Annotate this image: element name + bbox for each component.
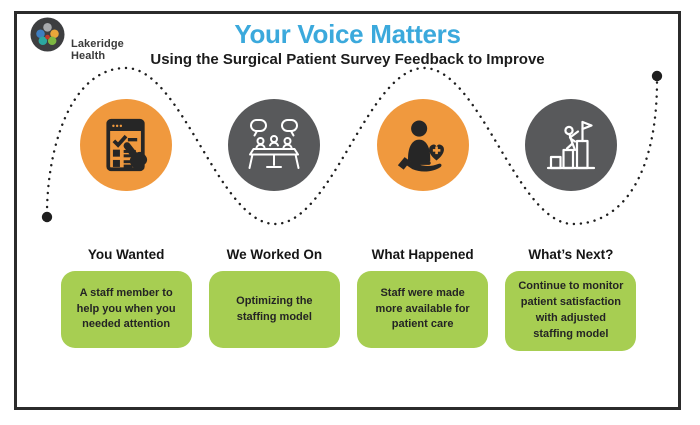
steps-row: You Wanted A staff member to help you wh… <box>52 99 645 351</box>
step1-icon-circle <box>80 99 173 191</box>
step3-description-box: Staff were made more available for patie… <box>357 271 489 348</box>
step-what-happened: What Happened Staff were made more avail… <box>349 99 497 351</box>
step2-description: Optimizing the staffing model <box>236 294 313 323</box>
step-you-wanted: You Wanted A staff member to help you wh… <box>52 99 200 351</box>
step2-icon-circle <box>228 99 321 191</box>
step1-heading: You Wanted <box>87 247 165 262</box>
step4-description-box: Continue to monitor patient satisfaction… <box>505 271 637 351</box>
step-we-worked-on: We Worked On Optimizing the staffing mod… <box>200 99 348 351</box>
step4-heading: What’s Next? <box>528 247 614 262</box>
logo-org-line1: Lakeridge <box>71 38 124 50</box>
step2-heading: We Worked On <box>226 247 323 262</box>
infographic-card: Lakeridge Health Your Voice Matters Usin… <box>14 11 681 410</box>
patient-care-icon <box>397 120 444 172</box>
lakeridge-health-logo-icon <box>30 17 65 52</box>
team-meeting-icon <box>248 119 300 169</box>
step3-icon-circle <box>376 99 469 191</box>
logo: Lakeridge Health <box>30 17 124 62</box>
path-end-dot <box>651 70 663 82</box>
step4-icon-circle <box>524 99 617 191</box>
step4-description: Continue to monitor patient satisfaction… <box>518 280 624 340</box>
page-subtitle: Using the Surgical Patient Survey Feedba… <box>150 51 545 68</box>
logo-org-line2: Health <box>71 50 106 62</box>
step3-description: Staff were made more available for patie… <box>375 286 470 331</box>
step2-description-box: Optimizing the staffing model <box>208 271 340 348</box>
step-whats-next: What’s Next? Continue to monitor patient… <box>497 99 645 351</box>
journey-dotted-path <box>41 66 663 226</box>
step1-description-box: A staff member to help you when you need… <box>60 271 192 348</box>
goal-progress-icon <box>546 120 595 170</box>
page-title: Your Voice Matters <box>234 19 461 49</box>
step1-description: A staff member to help you when you need… <box>76 286 176 331</box>
step3-heading: What Happened <box>371 247 474 262</box>
logo-text: Lakeridge Health <box>71 38 124 62</box>
path-start-dot <box>41 211 53 223</box>
survey-checklist-icon <box>106 118 148 172</box>
